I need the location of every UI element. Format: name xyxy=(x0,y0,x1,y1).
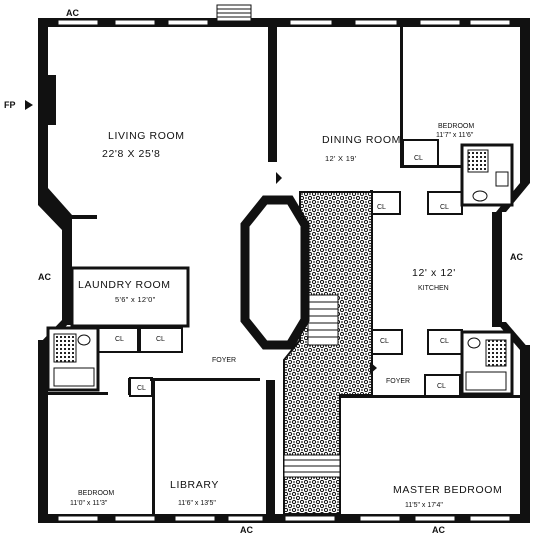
bedroom-sw-dims: 11'0" x 11'3" xyxy=(70,500,108,507)
living-room-name: LIVING ROOM xyxy=(108,130,185,142)
foyer-right-label: FOYER xyxy=(386,378,410,385)
room-labels: LIVING ROOM 22'8 X 25'8 DINING ROOM 12' … xyxy=(70,123,502,509)
closet-label: CL xyxy=(115,336,124,343)
closet-label: CL xyxy=(440,338,449,345)
ac-markers: AC AC AC AC AC FP xyxy=(4,8,523,535)
door-markers xyxy=(25,100,377,374)
library-dims: 11'6" x 13'5" xyxy=(178,500,216,507)
kitchen-name: KITCHEN xyxy=(418,285,449,292)
closet-label: CL xyxy=(156,336,165,343)
ac-marker-left: AC xyxy=(38,272,51,282)
dining-room-dims: 12' X 19' xyxy=(325,154,357,163)
library-name: LIBRARY xyxy=(170,479,219,491)
ac-marker-bottom-right: AC xyxy=(432,525,445,535)
closet-label: CL xyxy=(440,204,449,211)
master-bedroom-dims: 11'5" x 17'4" xyxy=(405,502,443,509)
dining-room-name: DINING ROOM xyxy=(322,134,401,146)
master-bedroom-name: MASTER BEDROOM xyxy=(393,484,502,496)
closet-label: CL xyxy=(437,383,446,390)
closet-label: CL xyxy=(377,204,386,211)
bedroom-ne-dims: 11'7" x 11'6" xyxy=(436,132,474,139)
foyer-left-label: FOYER xyxy=(212,357,236,364)
bedroom-sw-name: BEDROOM xyxy=(78,490,114,497)
living-room-dims: 22'8 X 25'8 xyxy=(102,148,161,160)
ac-marker-right: AC xyxy=(510,252,523,262)
bath-ne xyxy=(460,143,514,207)
closet-label: CL xyxy=(380,338,389,345)
ac-marker-top: AC xyxy=(66,8,79,18)
ac-marker-bottom-left: AC xyxy=(240,525,253,535)
closet-label: CL xyxy=(414,155,423,162)
chimney xyxy=(216,4,252,22)
windows-top xyxy=(57,19,511,26)
windows-bottom xyxy=(57,515,511,522)
kitchen-dims: 12' x 12' xyxy=(412,267,456,279)
bath-sw xyxy=(46,326,100,392)
laundry-room-dims: 5'6" x 12'0" xyxy=(115,295,156,304)
closet-label: CL xyxy=(137,385,146,392)
bath-se xyxy=(460,330,514,396)
fp-marker: FP xyxy=(4,100,16,110)
laundry-room-name: LAUNDRY ROOM xyxy=(78,279,171,291)
bedroom-ne-name: BEDROOM xyxy=(438,123,474,130)
closet-labels: CL CL CL CL CL CL CL CL CL xyxy=(115,155,449,392)
fireplace xyxy=(48,75,56,125)
central-stair xyxy=(240,191,373,515)
